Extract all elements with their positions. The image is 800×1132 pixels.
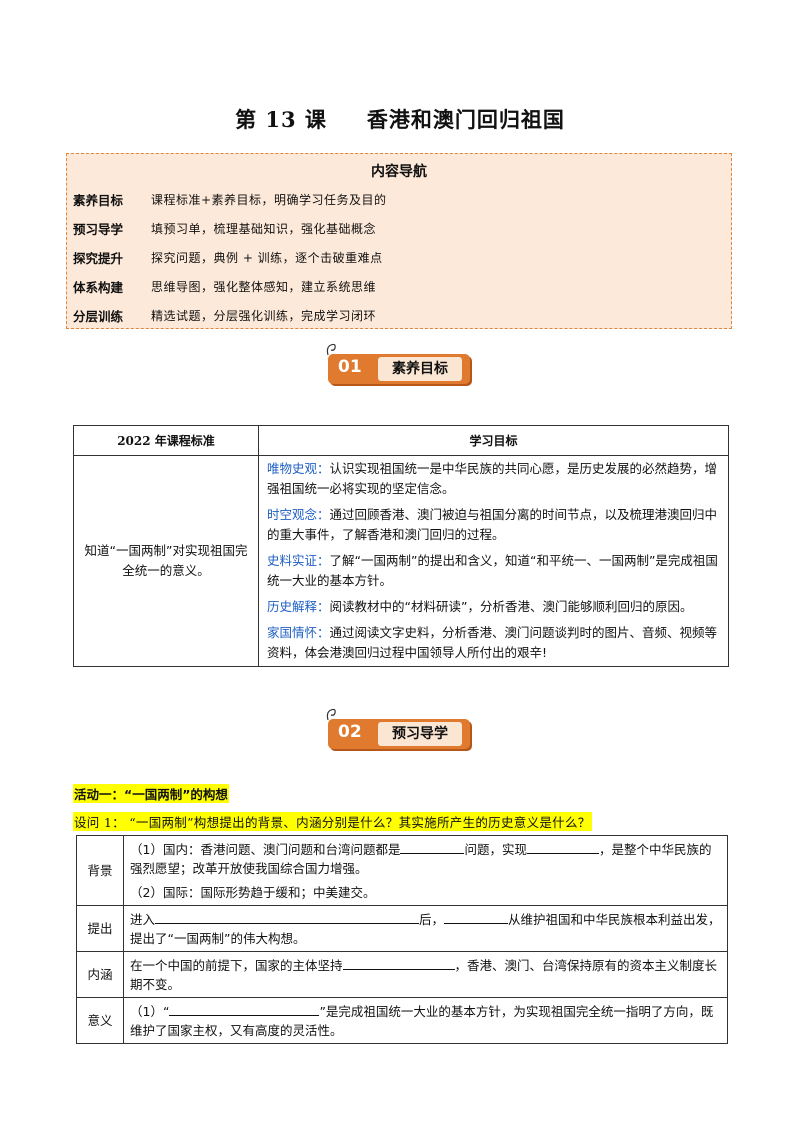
- nav-label: 体系构建: [73, 280, 124, 295]
- goal-text: 通过阅读文字史料，分析香港、澳门问题谈判时的图片、音频、视频等资料，体会港澳回归…: [267, 625, 718, 660]
- nav-desc: 填预习单，梳理基础知识，强化基础概念: [151, 222, 377, 236]
- row-label-background: 背景: [76, 835, 124, 906]
- section-badge-preview: 02 预习导学: [325, 707, 475, 751]
- text-segment: 问题，实现: [464, 842, 527, 857]
- row-label-proposal: 提出: [76, 905, 124, 952]
- section-badge-goals: 01 素养目标: [325, 342, 475, 386]
- goals-cell: 唯物史观：认识实现祖国统一是中华民族的共同心愿，是历史发展的必然趋势，增强祖国统…: [258, 455, 729, 667]
- text-segment: ”是完成祖国统一大业的基本方针，为实现祖国完全统一指明了方向，既维护了国家主权，…: [130, 1004, 714, 1038]
- answer-blank[interactable]: [155, 909, 420, 924]
- badge-label: 预习导学: [378, 722, 462, 746]
- goal-text: 认识实现祖国统一是中华民族的共同心愿，是历史发展的必然趋势，增强祖国统一必将实现…: [267, 461, 718, 496]
- text-segment: 进入: [130, 912, 156, 927]
- nav-row: 体系构建 思维导图，强化整体感知，建立系统思维: [67, 272, 731, 301]
- nav-label: 分层训练: [73, 309, 124, 324]
- header-goals: 学习目标: [258, 425, 729, 456]
- row-content-background: （1）国内：香港问题、澳门问题和台湾问题都是 问题，实现，是整个中华民族的强烈愿望…: [123, 835, 728, 906]
- goal-key: 时空观念：: [267, 507, 330, 522]
- text-segment: ，香港、澳门、台湾保持原有的资本主义制度长期不变。: [130, 958, 718, 992]
- goal-key: 史料实证：: [267, 553, 330, 568]
- nav-row: 素养目标 课程标准+素养目标，明确学习任务及目的: [67, 185, 731, 214]
- goal-key: 家国情怀：: [267, 625, 330, 640]
- header-standard: 2022 年课程标准: [73, 425, 259, 456]
- goal-item: 家国情怀：通过阅读文字史料，分析香港、澳门问题谈判时的图片、音频、视频等资料，体…: [267, 623, 720, 663]
- lesson-number: 第 13 课: [235, 107, 327, 132]
- badge-body: 01 素养目标: [328, 354, 470, 384]
- text-segment: （1）国内：香港问题、澳门问题和台湾问题都是: [130, 842, 401, 857]
- paragraph: （1）国内：香港问题、澳门问题和台湾问题都是 问题，实现，是整个中华民族的强烈愿望…: [130, 839, 721, 878]
- answer-blank[interactable]: [400, 839, 465, 854]
- nav-desc: 课程标准+素养目标，明确学习任务及目的: [151, 193, 387, 207]
- paragraph: （2）国际：国际形势趋于缓和；中美建交。: [130, 885, 376, 900]
- goal-item: 史料实证：了解“一国两制”的提出和含义，知道“和平统一、一国两制”是完成祖国统一…: [267, 551, 720, 591]
- nav-desc: 思维导图，强化整体感知，建立系统思维: [151, 280, 377, 294]
- goal-key: 历史解释：: [267, 599, 330, 614]
- badge-body: 02 预习导学: [328, 719, 470, 749]
- text-segment: 后，: [419, 912, 445, 927]
- nav-desc: 精选试题，分层强化训练，完成学习闭环: [151, 309, 377, 323]
- row-content-significance: （1）“”是完成祖国统一大业的基本方针，为实现祖国完全统一指明了方向，既维护了国…: [123, 997, 728, 1044]
- row-label-connotation: 内涵: [76, 951, 124, 998]
- badge-label: 素养目标: [378, 357, 462, 381]
- answer-blank[interactable]: [169, 1001, 320, 1016]
- pin-icon: [326, 708, 336, 721]
- table-row: 背景 （1）国内：香港问题、澳门问题和台湾问题都是 问题，实现，是整个中华民族的强…: [76, 835, 728, 906]
- answer-blank[interactable]: [342, 955, 455, 970]
- nav-row: 分层训练 精选试题，分层强化训练，完成学习闭环: [67, 301, 731, 330]
- goal-text: 通过回顾香港、澳门被迫与祖国分离的时间节点，以及梳理港澳回归中的重大事件，了解香…: [267, 507, 718, 542]
- text-segment: 从维护祖国和中华民族根本利益出发，提出了“一国两制”的伟大构想。: [130, 912, 721, 946]
- lesson-name: 香港和澳门回归祖国: [366, 107, 565, 132]
- badge-number: 02: [338, 722, 362, 742]
- nav-row: 预习导学 填预习单，梳理基础知识，强化基础概念: [67, 214, 731, 243]
- goal-item: 时空观念：通过回顾香港、澳门被迫与祖国分离的时间节点，以及梳理港澳回归中的重大事…: [267, 505, 720, 545]
- nav-label: 预习导学: [73, 222, 124, 237]
- page-title: 第 13 课 香港和澳门回归祖国: [0, 104, 800, 134]
- table-row: 知道“一国两制”对实现祖国完全统一的意义。 唯物史观：认识实现祖国统一是中华民族…: [73, 455, 729, 667]
- badge-number: 01: [338, 357, 362, 377]
- row-content-proposal: 进入 后，从维护祖国和中华民族根本利益出发，提出了“一国两制”的伟大构想。: [123, 905, 728, 952]
- fill-table: 背景 （1）国内：香港问题、澳门问题和台湾问题都是 问题，实现，是整个中华民族的强…: [76, 835, 728, 1044]
- text-segment: 在一个中国的前提下，国家的主体坚持: [130, 958, 343, 973]
- nav-label: 素养目标: [73, 193, 124, 208]
- nav-heading: 内容导航: [371, 164, 427, 180]
- goal-text: 了解“一国两制”的提出和含义，知道“和平统一、一国两制”是完成祖国统一大业的基本…: [267, 553, 718, 588]
- text-segment: ，是整个中华民族的强烈愿望；改革开放使我国综合国力增强。: [130, 842, 712, 876]
- nav-desc: 探究问题，典例 + 训练，逐个击破重难点: [151, 251, 383, 265]
- answer-blank[interactable]: [444, 909, 509, 924]
- table-header-row: 2022 年课程标准 学习目标: [73, 425, 729, 456]
- row-label-significance: 意义: [76, 997, 124, 1044]
- table-row: 内涵 在一个中国的前提下，国家的主体坚持，香港、澳门、台湾保持原有的资本主义制度…: [76, 951, 728, 998]
- nav-label: 探究提升: [73, 251, 124, 266]
- goal-item: 唯物史观：认识实现祖国统一是中华民族的共同心愿，是历史发展的必然趋势，增强祖国统…: [267, 459, 720, 499]
- goal-text: 阅读教材中的“材料研读”，分析香港、澳门能够顺利回归的原因。: [329, 599, 693, 614]
- goals-table: 2022 年课程标准 学习目标 知道“一国两制”对实现祖国完全统一的意义。 唯物…: [73, 425, 729, 667]
- table-row: 意义 （1）“”是完成祖国统一大业的基本方针，为实现祖国完全统一指明了方向，既维…: [76, 997, 728, 1044]
- answer-blank[interactable]: [526, 839, 599, 854]
- text-segment: （1）“: [130, 1004, 170, 1019]
- standard-cell: 知道“一国两制”对实现祖国完全统一的意义。: [73, 455, 259, 667]
- activity-heading: 活动一：“一国两制”的构想: [73, 784, 229, 803]
- goal-item: 历史解释：阅读教材中的“材料研读”，分析香港、澳门能够顺利回归的原因。: [267, 597, 720, 617]
- content-navigation-box: 内容导航 素养目标 课程标准+素养目标，明确学习任务及目的 预习导学 填预习单，…: [66, 153, 732, 329]
- row-content-connotation: 在一个中国的前提下，国家的主体坚持，香港、澳门、台湾保持原有的资本主义制度长期不…: [123, 951, 728, 998]
- pin-icon: [326, 343, 336, 356]
- goal-key: 唯物史观：: [267, 461, 330, 476]
- question-text: 设问 1： “一国两制”构想提出的背景、内涵分别是什么？其实施所产生的历史意义是…: [73, 812, 592, 831]
- nav-row: 探究提升 探究问题，典例 + 训练，逐个击破重难点: [67, 243, 731, 272]
- table-row: 提出 进入 后，从维护祖国和中华民族根本利益出发，提出了“一国两制”的伟大构想。: [76, 905, 728, 952]
